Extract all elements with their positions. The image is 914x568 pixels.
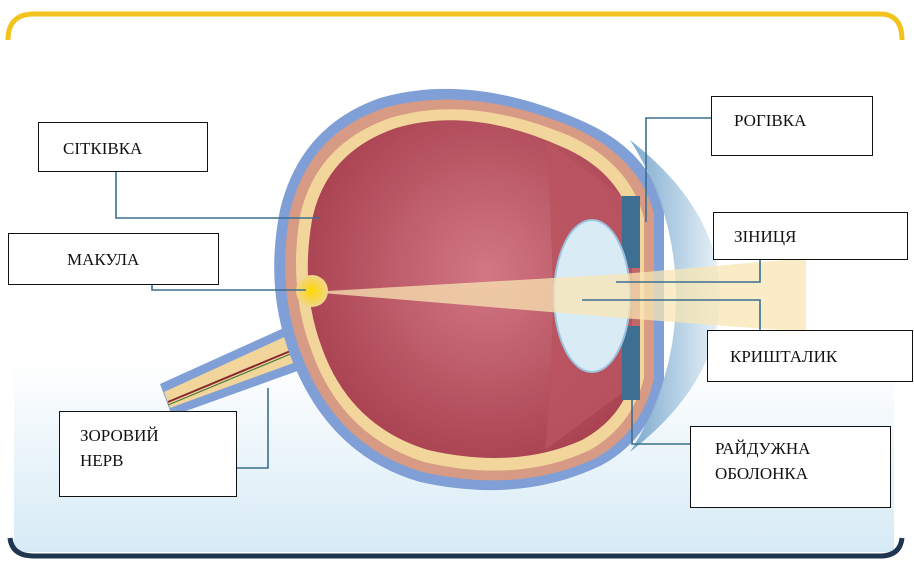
- label-pupil: ЗІНИЦЯ: [713, 212, 908, 260]
- label-optic-nerve: ЗОРОВИЙ НЕРВ: [59, 411, 237, 497]
- frame-top-border: [8, 14, 902, 40]
- label-iris-line2: ОБОЛОНКА: [715, 462, 890, 487]
- label-lens: КРИШТАЛИК: [707, 330, 913, 382]
- label-iris-line1: РАЙДУЖНА: [715, 437, 890, 462]
- label-cornea: РОГІВКА: [711, 96, 873, 156]
- label-lens-text: КРИШТАЛИК: [730, 345, 912, 370]
- label-optic-nerve-line2: НЕРВ: [80, 449, 236, 474]
- label-iris: РАЙДУЖНА ОБОЛОНКА: [690, 426, 891, 508]
- label-macula: МАКУЛА: [8, 233, 219, 285]
- label-retina: СІТКІВКА: [38, 122, 208, 172]
- label-macula-text: МАКУЛА: [67, 248, 218, 273]
- label-pupil-text: ЗІНИЦЯ: [734, 225, 907, 250]
- macula-spot: [296, 275, 328, 307]
- label-cornea-text: РОГІВКА: [734, 109, 872, 134]
- label-optic-nerve-line1: ЗОРОВИЙ: [80, 424, 236, 449]
- label-retina-text: СІТКІВКА: [63, 137, 207, 162]
